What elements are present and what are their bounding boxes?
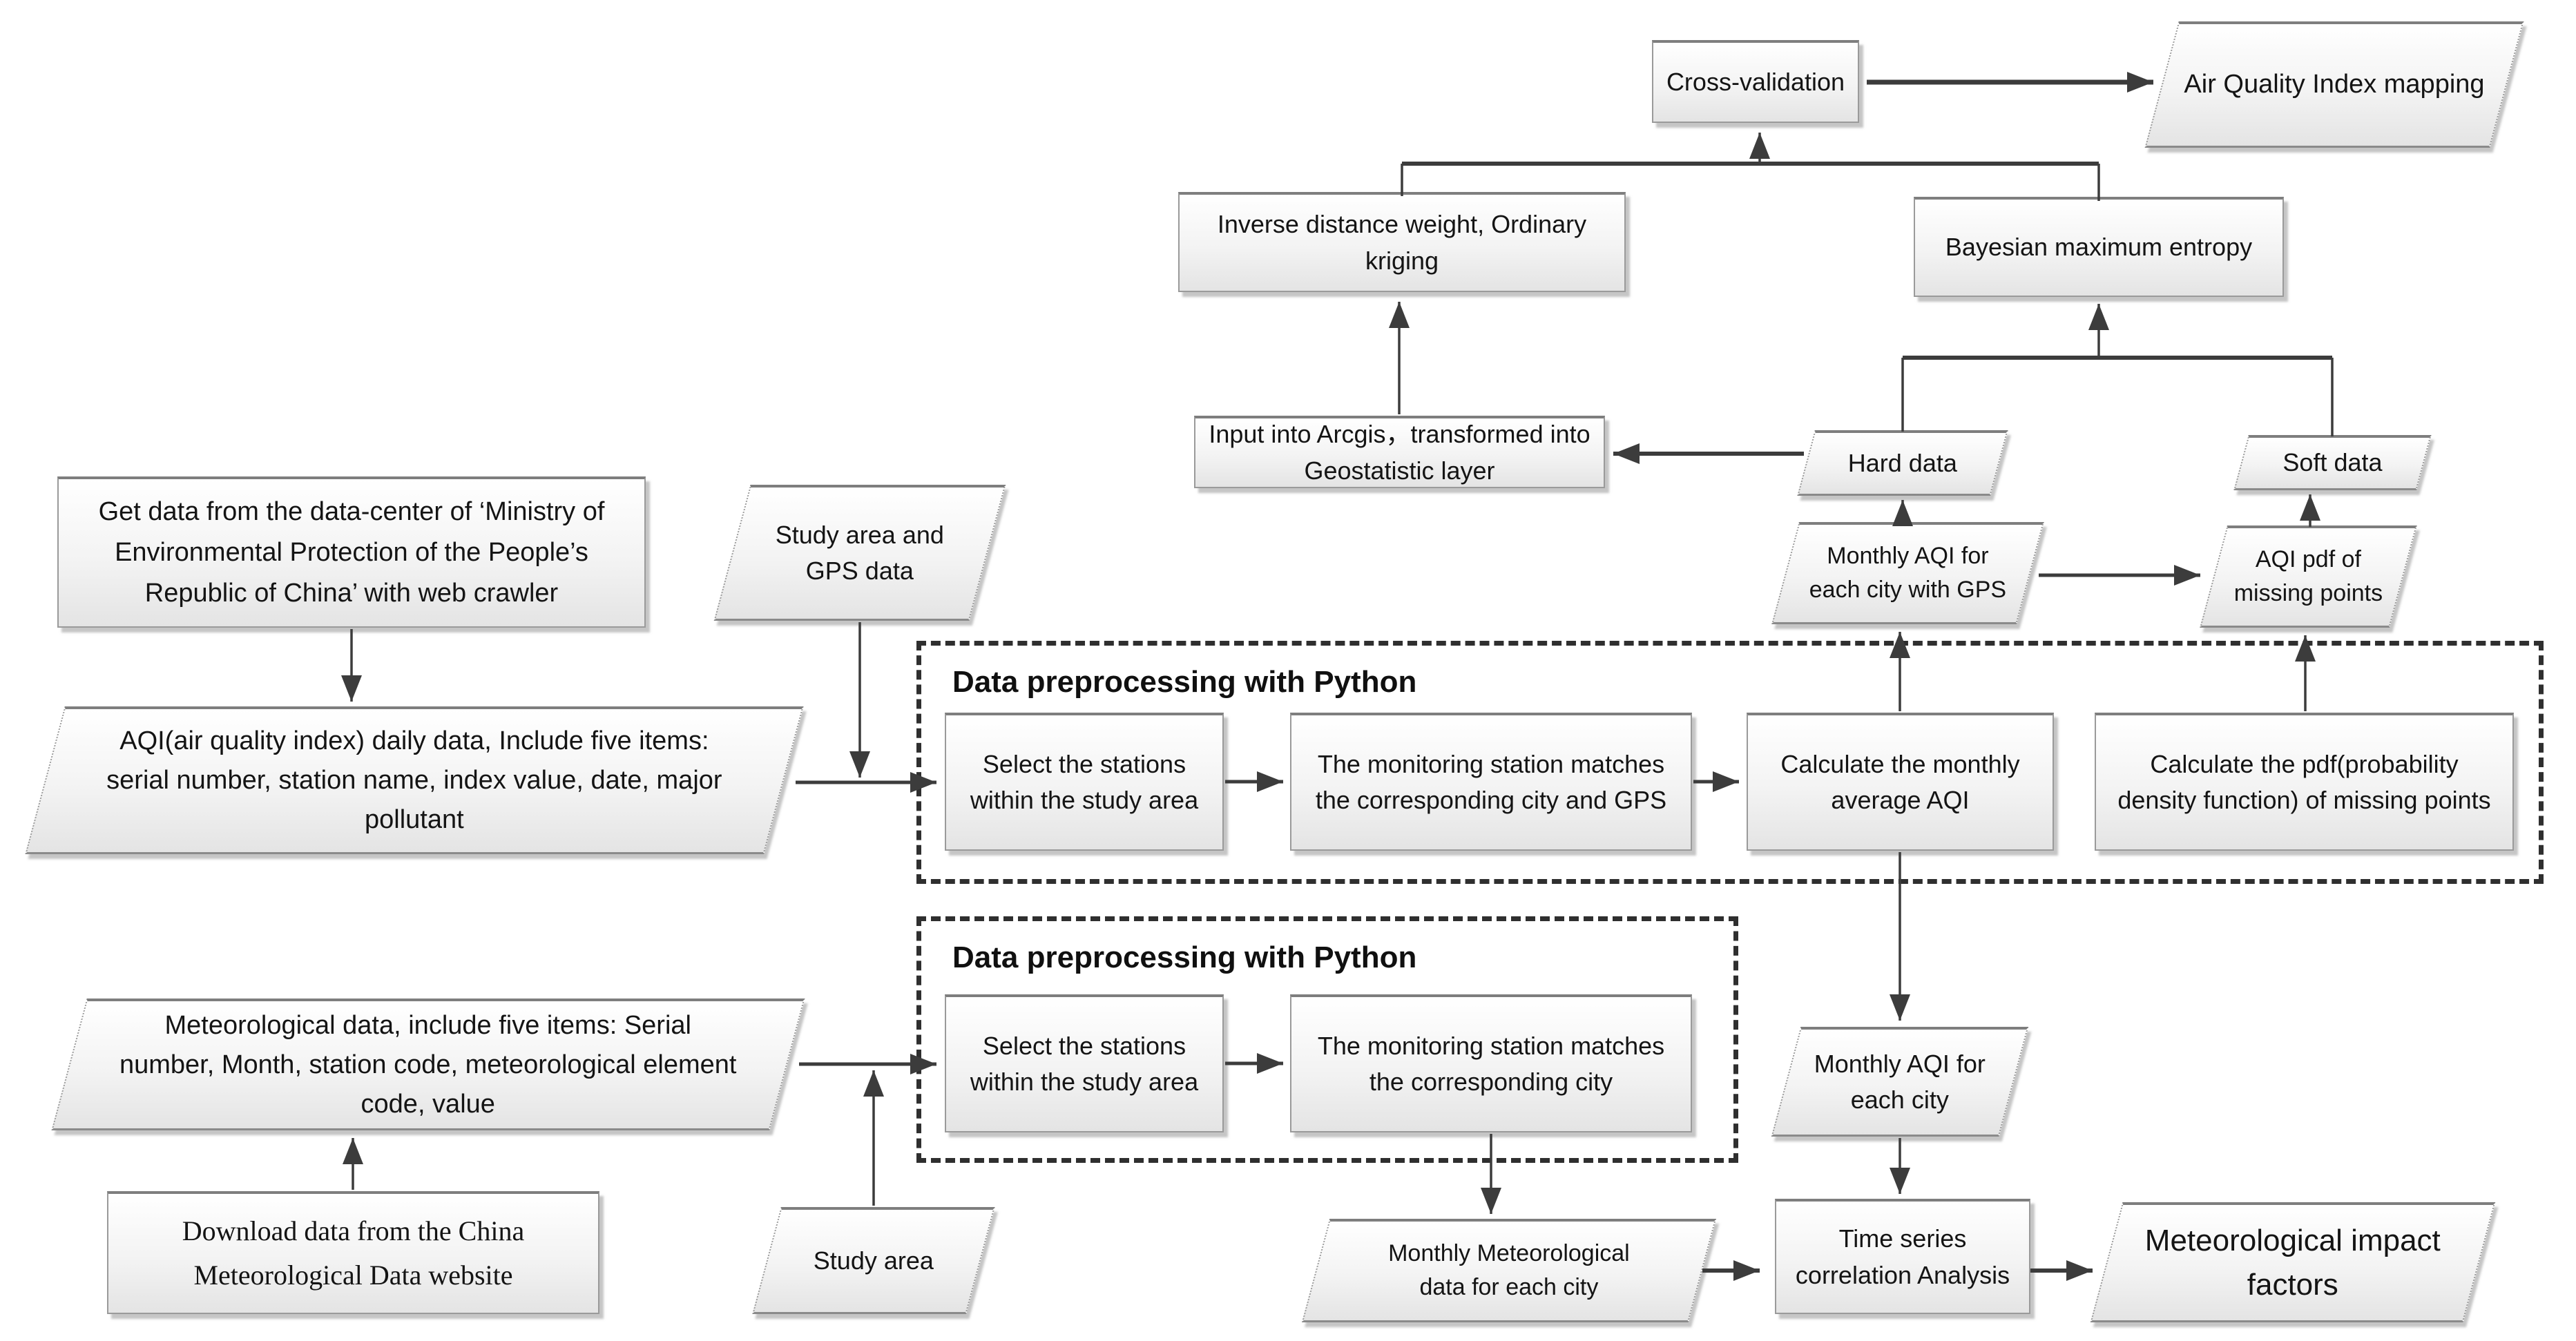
node-label: Calculate the monthly average AQI — [1780, 749, 2020, 814]
node-aqi-daily-data: AQI(air quality index) daily data, Inclu… — [25, 706, 804, 854]
node-label: Get data from the data-center of ‘Minist… — [98, 497, 605, 608]
node-label: Monthly AQI for each city with GPS — [1809, 543, 2007, 604]
node-label: Calculate the pdf(probability density fu… — [2117, 749, 2491, 814]
container-data-preprocessing-bottom: Data preprocessing with Python — [916, 916, 1738, 1163]
node-label: Meteorological data, include five items:… — [119, 1010, 737, 1119]
node-time-series-correlation: Time series correlation Analysis — [1775, 1199, 2030, 1314]
node-label: Study area and GPS data — [775, 520, 944, 585]
container-title: Data preprocessing with Python — [952, 665, 1417, 699]
node-label: Select the stations within the study are… — [970, 1031, 1199, 1096]
node-station-matches-city-gps: The monitoring station matches the corre… — [1290, 713, 1692, 851]
node-label: The monitoring station matches the corre… — [1315, 749, 1667, 814]
node-monthly-meteorological-data: Monthly Meteorological data for each cit… — [1301, 1219, 1717, 1322]
node-label: Air Quality Index mapping — [2184, 70, 2485, 99]
node-aqi-pdf-of-missing-points: AQI pdf of missing points — [2200, 525, 2417, 628]
node-label: Bayesian maximum entropy — [1945, 233, 2253, 262]
node-study-area: Study area — [752, 1207, 995, 1314]
node-cross-validation: Cross-validation — [1652, 40, 1859, 123]
node-air-quality-index-mapping: Air Quality Index mapping — [2144, 21, 2524, 148]
node-bayesian-maximum-entropy: Bayesian maximum entropy — [1914, 197, 2284, 297]
node-hard-data: Hard data — [1797, 430, 2008, 496]
node-label: Monthly Meteorological data for each cit… — [1388, 1240, 1630, 1301]
node-input-into-arcgis: Input into Arcgis，transformed into Geost… — [1194, 416, 1605, 488]
node-calculate-monthly-average-aqi: Calculate the monthly average AQI — [1747, 713, 2054, 851]
node-inverse-distance-weight-kriging: Inverse distance weight, Ordinary krigin… — [1178, 192, 1626, 292]
node-label: The monitoring station matches the corre… — [1317, 1031, 1665, 1096]
node-meteorological-impact-factors: Meteorological impact factors — [2090, 1202, 2496, 1322]
node-download-china-meteorological: Download data from the China Meteorologi… — [107, 1191, 599, 1314]
node-get-data-ministry: Get data from the data-center of ‘Minist… — [57, 476, 646, 628]
node-label: Monthly AQI for each city — [1814, 1049, 1986, 1114]
node-monthly-aqi-with-gps: Monthly AQI for each city with GPS — [1771, 522, 2044, 624]
node-label: Hard data — [1847, 448, 1957, 477]
node-select-stations-top: Select the stations within the study are… — [945, 713, 1224, 851]
node-label: Inverse distance weight, Ordinary krigin… — [1217, 210, 1587, 275]
node-soft-data: Soft data — [2233, 435, 2432, 490]
container-title: Data preprocessing with Python — [952, 940, 1417, 974]
node-label: Time series correlation Analysis — [1795, 1224, 2010, 1289]
node-select-stations-bottom: Select the stations within the study are… — [945, 994, 1224, 1132]
node-label: Meteorological impact factors — [2144, 1223, 2441, 1302]
node-label: Study area — [813, 1246, 934, 1275]
node-label: Soft data — [2282, 448, 2383, 477]
node-study-area-and-gps-data: Study area and GPS data — [713, 485, 1006, 621]
node-monthly-aqi-for-each-city: Monthly AQI for each city — [1771, 1027, 2029, 1137]
node-label: AQI(air quality index) daily data, Inclu… — [106, 726, 722, 834]
node-meteorological-data: Meteorological data, include five items:… — [51, 998, 805, 1130]
node-label: Select the stations within the study are… — [970, 749, 1199, 814]
node-label: Cross-validation — [1666, 67, 1845, 96]
container-data-preprocessing-top: Data preprocessing with Python — [916, 641, 2544, 884]
node-station-matches-city: The monitoring station matches the corre… — [1290, 994, 1692, 1132]
node-label: Download data from the China Meteorologi… — [182, 1215, 525, 1291]
node-label: Input into Arcgis，transformed into Geost… — [1209, 420, 1590, 485]
node-calculate-pdf-missing-points: Calculate the pdf(probability density fu… — [2095, 713, 2514, 851]
node-label: AQI pdf of missing points — [2233, 546, 2383, 607]
